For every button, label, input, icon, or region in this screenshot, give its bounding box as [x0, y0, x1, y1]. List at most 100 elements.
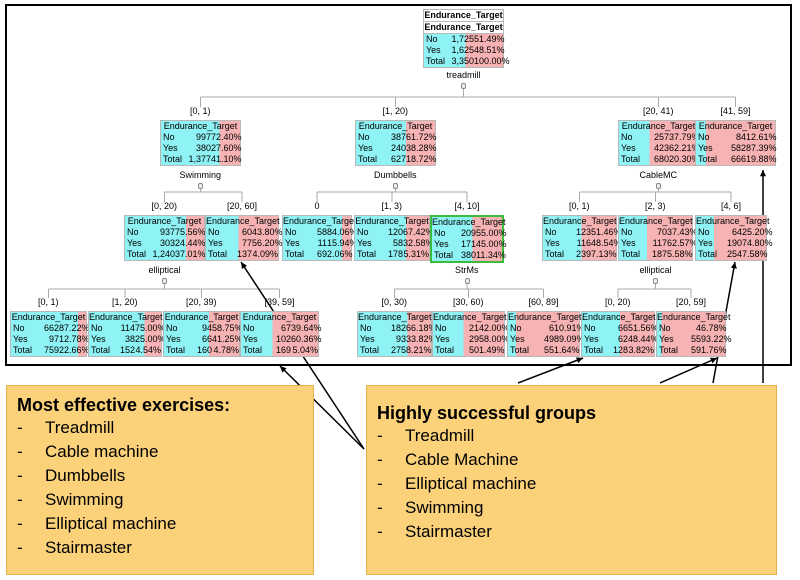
row-count: 94 [201, 323, 212, 333]
row-count: 6 [548, 323, 554, 333]
left-item: -Stairmaster [17, 536, 303, 560]
collapse-toggle[interactable] [656, 183, 661, 189]
collapse-toggle[interactable] [162, 278, 167, 284]
edge-condition-label: [41, 59] [720, 106, 751, 116]
row-count: 1,625 [451, 45, 474, 55]
callout-right-title: Highly successful groups [377, 403, 597, 423]
bullet-text: Stairmaster [405, 522, 492, 541]
row-label: Yes [360, 334, 375, 344]
node-title: Endurance_Target [698, 121, 773, 131]
row-count: 120 [387, 227, 403, 237]
row-count: 66 [201, 334, 212, 344]
split-variable-label: CableMC [639, 170, 678, 180]
row-label: No [91, 323, 103, 333]
row-percent: 43.80% [252, 227, 283, 237]
row-percent: 19.88% [746, 154, 777, 164]
row-count: 169 [275, 345, 291, 355]
arrow-group-elliptical-head [710, 357, 717, 364]
row-label: Yes [208, 238, 223, 248]
collapse-toggle[interactable] [461, 83, 466, 89]
row-label: Total [545, 249, 565, 259]
row-label: Total [659, 345, 679, 355]
row-count: 50 [468, 345, 479, 355]
edge-condition-label: [1, 20) [382, 106, 409, 116]
row-label: Total [426, 56, 446, 66]
row-count: 117 [652, 238, 667, 248]
row-label: Total [127, 249, 147, 259]
row-percent: 48.54% [591, 238, 622, 248]
row-label: Total [698, 249, 718, 259]
edge-condition-label: [0, 1) [569, 201, 590, 211]
row-percent: 4.54% [135, 345, 161, 355]
row-label: Yes [698, 238, 713, 248]
bullet-text: Swimming [45, 490, 124, 509]
split-variable-label: elliptical [639, 265, 672, 275]
row-percent: 89.09% [554, 334, 585, 344]
row-label: Total [91, 345, 111, 355]
row-label: Total [435, 345, 455, 355]
row-label: Total [584, 345, 604, 355]
edge-condition-label: [2, 3) [645, 201, 666, 211]
bullet-text: Elliptical machine [45, 514, 177, 533]
row-label: Yes [127, 238, 142, 248]
row-percent: 72.40% [211, 132, 242, 142]
row-count: 423 [653, 143, 669, 153]
right-item: -Swimming [377, 496, 766, 520]
row-percent: 58.75% [212, 323, 243, 333]
callout-right-list: -Treadmill-Cable Machine-Elliptical mach… [377, 424, 766, 544]
node-title: Endurance_Target [696, 216, 770, 226]
collapse-toggle[interactable] [653, 278, 658, 284]
bullet-dash: - [377, 498, 383, 517]
row-percent: 20.30% [669, 154, 700, 164]
row-count: 69 [316, 249, 327, 259]
row-percent: 1.64% [554, 345, 580, 355]
row-label: No [659, 323, 671, 333]
row-label: Yes [426, 45, 441, 55]
row-label: No [358, 132, 370, 142]
row-percent: 41.10% [211, 154, 242, 164]
collapse-toggle[interactable] [393, 183, 398, 189]
row-percent: 60.36% [291, 334, 322, 344]
row-label: Yes [243, 334, 258, 344]
collapse-toggle[interactable] [464, 278, 470, 284]
collapse-toggle[interactable] [198, 183, 203, 189]
row-percent: 74.80% [742, 238, 773, 248]
node-title: Endurance_Target [164, 312, 239, 322]
bullet-dash: - [17, 490, 23, 509]
